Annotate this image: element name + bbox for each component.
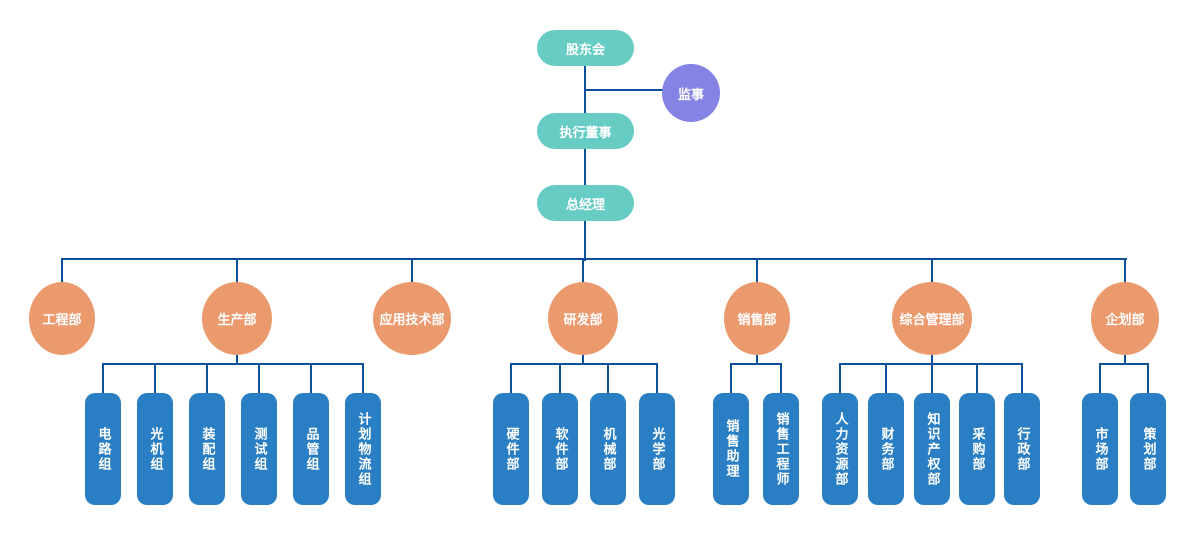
node-general-management-child-2-label: 知识产权部 <box>924 411 940 487</box>
node-general-management-child-1-label: 财务部 <box>878 426 894 472</box>
node-general-management[interactable]: 综合管理部 <box>892 282 972 355</box>
node-general-management-label: 综合管理部 <box>899 313 965 328</box>
node-planning-child-0-label: 市场部 <box>1092 426 1108 472</box>
connector-production-child-stub-1 <box>154 363 156 399</box>
node-sales-child-1[interactable]: 销售工程师 <box>763 393 799 505</box>
connector-production-child-stub-4 <box>310 363 312 399</box>
node-production-child-5-label: 计划物流组 <box>355 411 371 487</box>
node-planning-label: 企划部 <box>1105 313 1145 328</box>
node-shareholders[interactable]: 股东会 <box>537 30 634 66</box>
node-rnd-child-3-label: 光学部 <box>649 426 665 472</box>
node-production-child-0-label: 电路组 <box>95 426 111 472</box>
node-sales-child-0[interactable]: 销售助理 <box>713 393 749 505</box>
node-general-management-child-0-label: 人力资源部 <box>832 411 848 487</box>
connector-general-management-child-stub-1 <box>885 363 887 399</box>
connector-general-management-child-stub-0 <box>839 363 841 399</box>
node-applied-technology-label: 应用技术部 <box>379 313 445 328</box>
node-planning-child-1-label: 策划部 <box>1140 426 1156 472</box>
node-general-management-child-0[interactable]: 人力资源部 <box>822 393 858 505</box>
connector-rnd-children-line <box>510 363 658 365</box>
node-sales-child-1-label: 销售工程师 <box>773 411 789 487</box>
connector-rnd-child-stub-0 <box>510 363 512 399</box>
connector-rnd-child-stub-2 <box>607 363 609 399</box>
node-planning[interactable]: 企划部 <box>1091 282 1159 355</box>
node-sales-label: 销售部 <box>737 313 777 328</box>
node-planning-child-1[interactable]: 策划部 <box>1130 393 1166 505</box>
node-engineering[interactable]: 工程部 <box>29 282 95 355</box>
node-production-child-5[interactable]: 计划物流组 <box>345 393 381 505</box>
node-engineering-label: 工程部 <box>42 313 82 328</box>
node-production-child-3-label: 测试组 <box>251 426 267 472</box>
node-supervisor[interactable]: 监事 <box>662 64 720 122</box>
connector-main-horizontal <box>61 258 1127 260</box>
node-production-child-4-label: 品管组 <box>303 426 319 472</box>
node-rnd[interactable]: 研发部 <box>548 282 618 355</box>
connector-rnd-child-stub-3 <box>656 363 658 399</box>
node-production-child-1-label: 光机组 <box>147 426 163 472</box>
node-general-management-child-4-label: 行政部 <box>1014 426 1030 472</box>
node-production-child-0[interactable]: 电路组 <box>85 393 121 505</box>
node-general-management-child-2[interactable]: 知识产权部 <box>914 393 950 505</box>
node-production-child-1[interactable]: 光机组 <box>137 393 173 505</box>
node-supervisor-label: 监事 <box>677 87 704 103</box>
connector-supervisor-branch <box>585 89 691 91</box>
connector-production-child-stub-2 <box>206 363 208 399</box>
node-production-label: 生产部 <box>217 313 257 328</box>
node-general-management-child-1[interactable]: 财务部 <box>868 393 904 505</box>
node-general-management-child-3[interactable]: 采购部 <box>959 393 995 505</box>
node-rnd-child-0-label: 硬件部 <box>503 426 519 472</box>
connector-planning-child-stub-0 <box>1099 363 1101 399</box>
connector-production-child-stub-0 <box>102 363 104 399</box>
node-rnd-child-0[interactable]: 硬件部 <box>493 393 529 505</box>
node-sales[interactable]: 销售部 <box>724 282 790 355</box>
node-planning-child-0[interactable]: 市场部 <box>1082 393 1118 505</box>
connector-planning-children-line <box>1099 363 1149 365</box>
node-shareholders-label: 股东会 <box>565 42 605 58</box>
node-general-manager-label: 总经理 <box>565 197 605 213</box>
node-applied-technology[interactable]: 应用技术部 <box>373 282 451 355</box>
connector-trunk <box>584 46 586 261</box>
connector-general-management-child-stub-4 <box>1021 363 1023 399</box>
node-rnd-label: 研发部 <box>563 313 603 328</box>
node-general-management-child-4[interactable]: 行政部 <box>1004 393 1040 505</box>
node-rnd-child-1-label: 软件部 <box>552 426 568 472</box>
node-general-management-child-3-label: 采购部 <box>969 426 985 472</box>
node-executive-director[interactable]: 执行董事 <box>537 113 634 149</box>
connector-planning-child-stub-1 <box>1147 363 1149 399</box>
connector-sales-children-line <box>730 363 782 365</box>
node-rnd-child-3[interactable]: 光学部 <box>639 393 675 505</box>
connector-production-children-line <box>102 363 364 365</box>
node-production-child-2[interactable]: 装配组 <box>189 393 225 505</box>
connector-general-management-child-stub-2 <box>931 363 933 399</box>
node-sales-child-0-label: 销售助理 <box>723 419 739 479</box>
connector-production-child-stub-3 <box>258 363 260 399</box>
node-production-child-4[interactable]: 品管组 <box>293 393 329 505</box>
node-production-child-2-label: 装配组 <box>199 426 215 472</box>
node-rnd-child-2-label: 机械部 <box>600 426 616 472</box>
connector-sales-child-stub-1 <box>780 363 782 399</box>
connector-general-management-child-stub-3 <box>976 363 978 399</box>
node-general-manager[interactable]: 总经理 <box>537 185 634 221</box>
node-production-child-3[interactable]: 测试组 <box>241 393 277 505</box>
connector-production-child-stub-5 <box>362 363 364 399</box>
connector-rnd-child-stub-1 <box>559 363 561 399</box>
connector-sales-child-stub-0 <box>730 363 732 399</box>
node-production[interactable]: 生产部 <box>202 282 272 355</box>
node-rnd-child-1[interactable]: 软件部 <box>542 393 578 505</box>
node-executive-director-label: 执行董事 <box>559 125 612 141</box>
node-rnd-child-2[interactable]: 机械部 <box>590 393 626 505</box>
